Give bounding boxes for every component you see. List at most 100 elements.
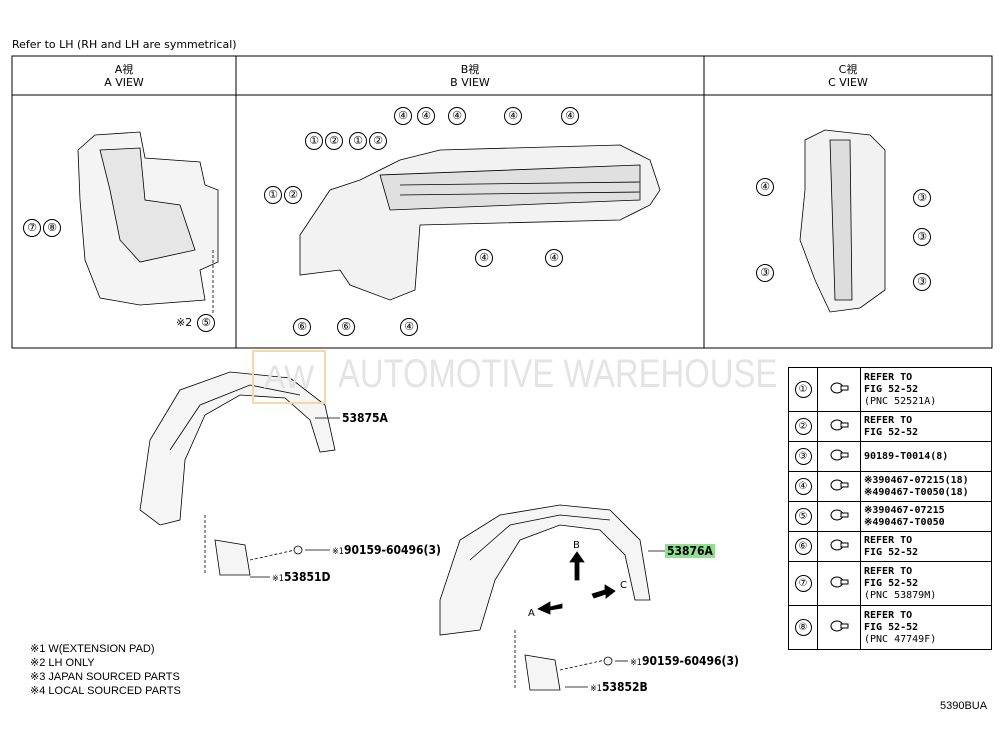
part-clip-bottom[interactable]: ※190159-60496(3) [630,654,739,668]
legend-line: (PNC 47749F) [864,633,937,645]
legend-description: ※390467-07215※490467-T0050 [860,501,992,532]
legend-number: ④ [794,478,812,495]
views-frame [11,55,993,349]
c-view-part [799,129,886,313]
legend-number: ⑦ [794,575,812,592]
legend-line: REFER TO [864,534,913,546]
legend-line: FIG 52-52 [864,383,919,395]
part-clip-top[interactable]: ※190159-60496(3) [332,543,441,557]
fastener-icon [830,479,849,490]
callout: ④ [475,249,493,267]
arrow-label-b: B [573,540,580,551]
legend-line: ※490467-T0050(18) [864,486,969,498]
callout: ④ [756,178,774,196]
callout: ⑧ [43,219,61,237]
legend-line: REFER TO [864,609,913,621]
legend-line: FIG 52-52 [864,426,919,438]
legend-line: ※490467-T0050 [864,516,945,528]
arrow-label-a: A [528,608,535,619]
callout: ⑥ [337,318,355,336]
callout: ③ [913,189,931,207]
part-pad-53852B[interactable]: ※153852B [590,680,648,694]
callout: ③ [756,264,774,282]
callout: ④ [417,107,435,125]
fastener-icon [830,419,849,430]
legend-line: (PNC 53879M) [864,589,937,601]
legend-number: ② [794,418,812,435]
callout: ④ [561,107,579,125]
legend-line: (PNC 52521A) [864,395,937,407]
legend-line: REFER TO [864,414,913,426]
a-view-part [77,131,219,315]
callout: ⑦ [23,219,41,237]
footnote: ※2 LH ONLY [30,657,95,669]
fastener-icon [830,509,849,520]
callout: ① [349,132,367,150]
legend-line: 90189-T0014(8) [864,450,949,462]
legend-line: ※390467-07215 [864,504,945,516]
callout: ④ [448,107,466,125]
part-53875A[interactable]: 53875A [342,411,388,425]
fender-liner-53875A [139,371,340,578]
callout: ④ [394,107,412,125]
legend-description: 90189-T0014(8) [860,441,992,472]
watermark-logo: AW [252,350,326,404]
callout: ③ [913,273,931,291]
footnote: ※4 LOCAL SOURCED PARTS [30,685,181,697]
legend-number: ⑤ [794,508,812,525]
legend-description: ※390467-07215(18)※490467-T0050(18) [860,471,992,502]
legend-row: ④ ※390467-07215(18)※490467-T0050(18) [788,471,992,502]
part-pad-53851D[interactable]: ※153851D [272,570,331,584]
callout: ② [325,132,343,150]
legend-line: FIG 52-52 [864,546,919,558]
callout: ② [284,186,302,204]
callout: ② [369,132,387,150]
footnotes: ※1 W(EXTENSION PAD) ※2 LH ONLY ※3 JAPAN … [30,642,181,698]
footnote: ※1 W(EXTENSION PAD) [30,643,155,655]
fastener-icon [830,620,849,631]
callout: ④ [545,249,563,267]
fastener-icon [830,449,849,460]
callout: ④ [504,107,522,125]
legend-row: ③ 90189-T0014(8) [788,441,992,472]
fastener-icon [830,382,849,393]
diagram-code: 5390BUA [940,700,988,712]
callout: ③ [913,228,931,246]
legend-line: FIG 52-52 [864,621,919,633]
fastener-icon [830,539,849,550]
legend-line: REFER TO [864,371,913,383]
callout: ④ [400,318,418,336]
header-note: Refer to LH (RH and LH are symmetrical) [12,38,237,51]
legend-line: REFER TO [864,565,913,577]
fender-liner-53876A [439,504,665,691]
fastener-icon [830,576,849,587]
legend-line: FIG 52-52 [864,577,919,589]
legend-number: ⑧ [794,619,812,636]
part-53876A-highlighted[interactable]: 53876A [665,544,715,558]
footnote: ※3 JAPAN SOURCED PARTS [30,671,180,683]
callout: ⑤ [197,314,215,332]
legend-line: ※390467-07215(18) [864,474,969,486]
callout-mark: ※2 [176,316,193,329]
callout: ① [264,186,282,204]
legend-number: ⑥ [794,538,812,555]
callout: ① [305,132,323,150]
legend-number: ③ [794,448,812,465]
watermark-text: AUTOMOTIVE WAREHOUSE [338,352,778,396]
b-view-part [299,144,661,301]
